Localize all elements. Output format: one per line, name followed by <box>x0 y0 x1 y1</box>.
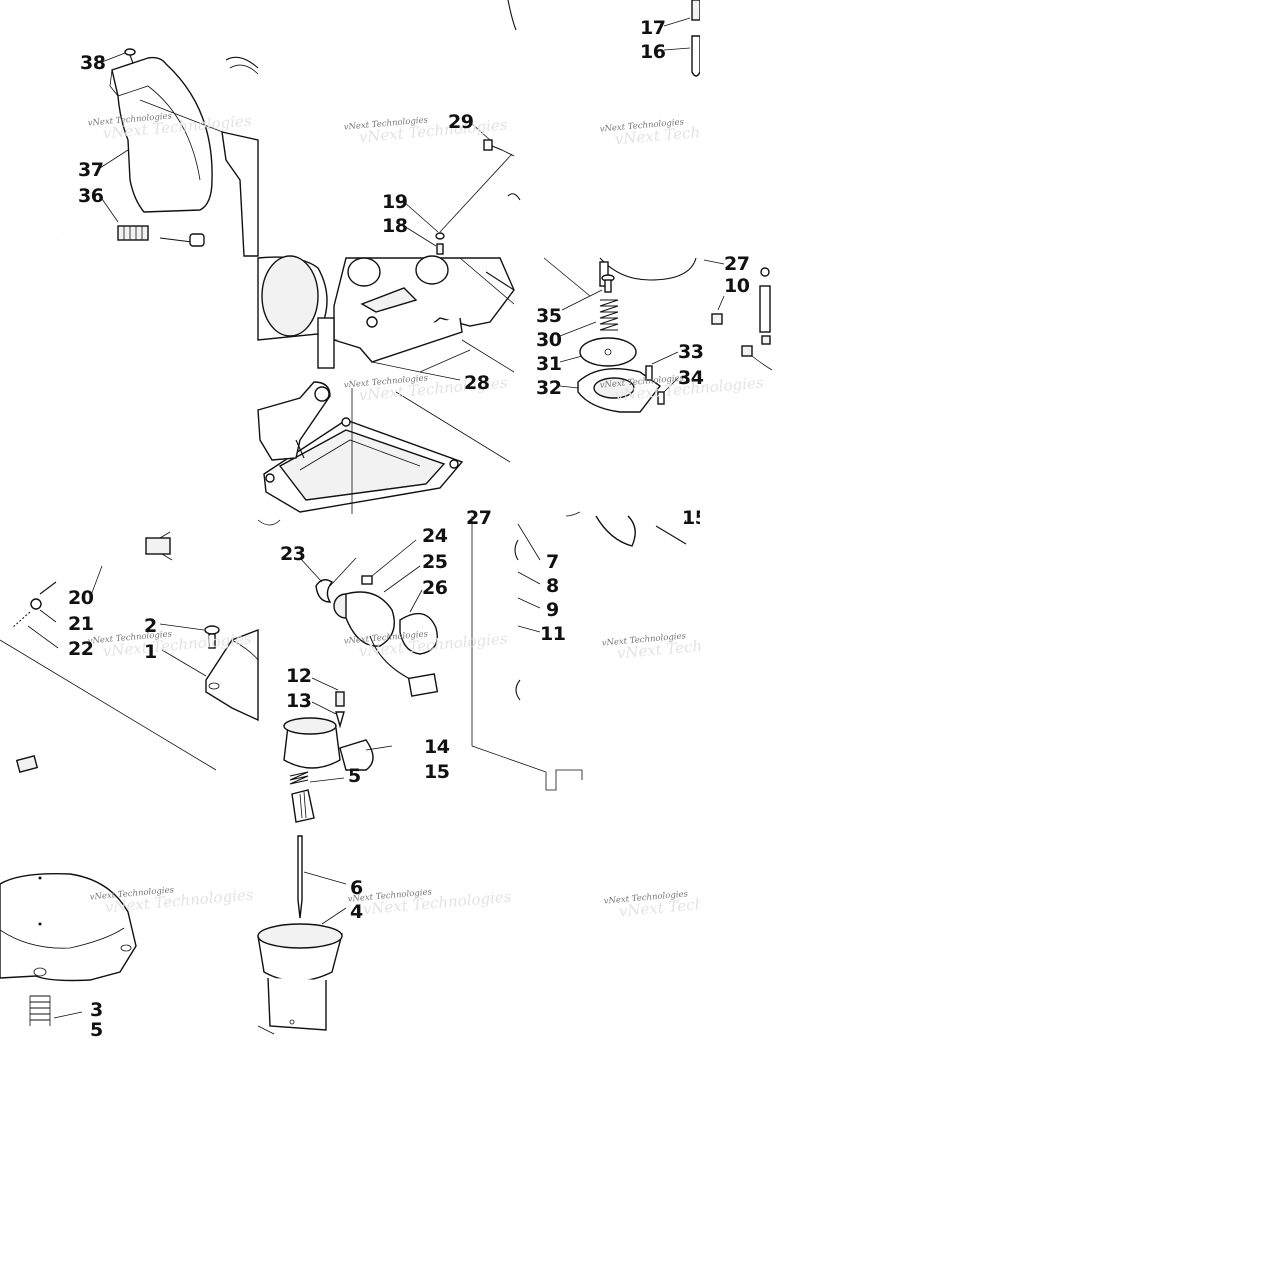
cover-32 <box>559 367 662 413</box>
watermarks: vNext Technologies vNext Technologies vN… <box>87 111 768 920</box>
callout-10: 10 <box>724 275 750 297</box>
callout-36: 36 <box>78 185 104 207</box>
callout-30: 30 <box>536 329 562 351</box>
slide-needle-holder <box>291 789 315 823</box>
plug-10 <box>711 267 773 371</box>
callout-12: 12 <box>286 665 311 687</box>
callout-1: 1 <box>144 641 157 663</box>
watermark: vNext Technologies vNext Technologies <box>347 887 512 918</box>
callout-13: 13 <box>286 690 311 712</box>
callout-32: 32 <box>536 377 561 399</box>
screws-33-34 <box>645 351 679 405</box>
callout-19: 19 <box>382 191 407 213</box>
callout-25: 25 <box>422 551 447 573</box>
callout-20: 20 <box>68 587 94 609</box>
carb-body-28 <box>257 255 515 381</box>
fitting-fragment <box>507 193 521 201</box>
callout-33: 33 <box>678 341 703 363</box>
needle-6 <box>297 835 347 919</box>
top-cover-1 <box>161 628 259 722</box>
spring-3 <box>29 995 83 1026</box>
callout-27: 27 <box>724 253 749 275</box>
callout-38: 38 <box>80 52 106 74</box>
callout-8: 8 <box>546 575 559 597</box>
callout-3: 3 <box>90 999 103 1021</box>
spring-18-19 <box>403 153 513 255</box>
callout-22: 22 <box>68 638 93 660</box>
screw-38 <box>101 48 136 67</box>
tile-middle <box>257 255 515 514</box>
tile-left-mid <box>0 531 259 773</box>
choke-25-26 <box>333 565 439 697</box>
tile-center <box>257 519 439 823</box>
callout-21: 21 <box>68 613 93 635</box>
cable-36 <box>57 195 205 247</box>
watermark: vNext Technologies vNext Technologies <box>89 885 254 916</box>
callouts: 38 37 36 29 19 18 17 16 27 10 35 30 31 3… <box>68 17 750 1041</box>
tile-top-left <box>57 48 259 257</box>
screw-35 <box>561 274 615 311</box>
tile-middle-right <box>543 257 773 413</box>
callout-26: 26 <box>422 577 448 599</box>
callout-6: 6 <box>350 877 363 899</box>
screw-2 <box>159 623 220 649</box>
callout-23: 23 <box>280 543 305 565</box>
callout-28: 28 <box>464 372 490 394</box>
callout-7: 7 <box>546 551 559 573</box>
needle-12-13 <box>311 677 345 729</box>
callout-11: 11 <box>540 623 565 645</box>
carb-top-fragment <box>543 257 725 297</box>
callout-29: 29 <box>448 111 473 133</box>
callout-24: 24 <box>422 525 448 547</box>
tile-center-right <box>471 511 687 791</box>
callout-5b: 5 <box>90 1019 103 1041</box>
pin-15b <box>565 511 687 547</box>
callout-14: 14 <box>424 736 450 758</box>
slide-4 <box>257 907 347 1035</box>
callout-27b: 27 <box>466 507 491 529</box>
tile-bottom-left <box>0 873 137 1026</box>
screw-29 <box>469 121 515 157</box>
spring-22 <box>11 610 59 649</box>
spring-5a <box>289 771 345 785</box>
callout-15a: 15 <box>424 761 449 783</box>
carb-top-cap <box>0 873 137 982</box>
callout-2: 2 <box>144 615 157 637</box>
float-bowl <box>257 381 511 514</box>
washer-21 <box>30 598 57 623</box>
jet-16-17 <box>507 0 701 77</box>
callout-35: 35 <box>536 305 561 327</box>
callout-18: 18 <box>382 215 408 237</box>
cable-20 <box>39 531 173 599</box>
callout-16: 16 <box>640 41 666 63</box>
callout-31: 31 <box>536 353 561 375</box>
callout-4: 4 <box>350 901 363 923</box>
carb-body-fragment-1 <box>221 56 259 257</box>
callout-9: 9 <box>546 599 559 621</box>
screw-24 <box>361 539 417 585</box>
callout-17: 17 <box>640 17 665 39</box>
spring-30 <box>559 299 619 337</box>
callout-34: 34 <box>678 367 704 389</box>
diaphragm-31 <box>559 337 637 367</box>
clip-23 <box>299 557 357 603</box>
callout-37: 37 <box>78 159 103 181</box>
float-14 <box>283 717 393 771</box>
tile-bottom-center <box>257 835 347 1035</box>
intake-cover-37 <box>99 56 239 213</box>
callout-5a: 5 <box>348 765 361 787</box>
